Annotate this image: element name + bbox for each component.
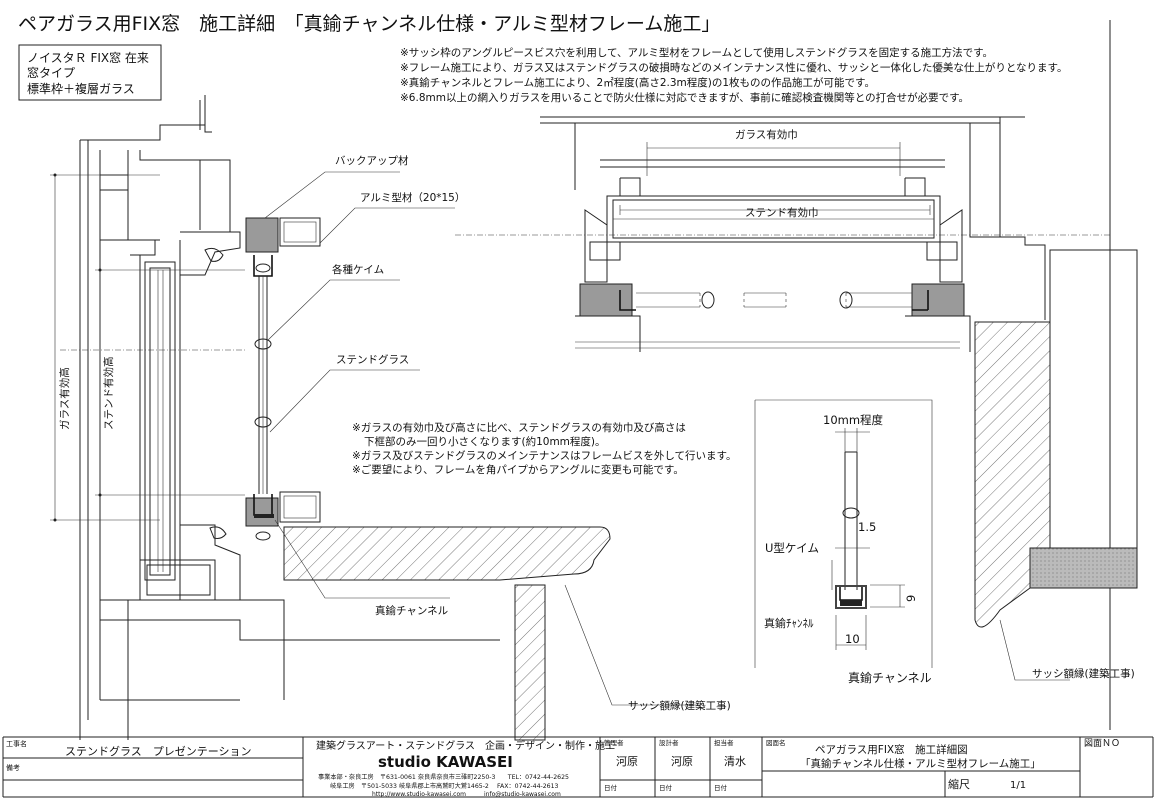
detail-approx-label: 10mm程度 (823, 413, 884, 427)
label-sash-frame-right: サッシ額縁(建築工事) (1032, 667, 1135, 680)
detail-brass-label: 真鍮ﾁｬﾝﾈﾙ (764, 616, 814, 630)
label-came: 各種ケイム (332, 263, 384, 276)
window-type-box (18, 44, 162, 101)
detail-u-came: U型ケイム (765, 541, 819, 555)
mid-note-3: ※ガラス及びステンドグラスのメインテナンスはフレームビスを外して行います。 (352, 449, 737, 462)
drawing-no-label: 図面ＮＯ (1084, 738, 1120, 749)
top-note-3: ※真鍮チャンネルとフレーム施工により、2㎡程度(高さ2.3m程度)の1枚ものの作… (400, 76, 875, 89)
mid-note-2: 下框部のみ一回り小さくなります(約10mm程度)。 (364, 435, 606, 448)
office-1: 事業本部・奈良工房 〒631-0061 奈良県奈良市三碓町2250-3 TEL：… (318, 773, 569, 781)
label-alu-frame: アルミ型材（20*15） (360, 191, 465, 204)
label-stained-height: ステンド有効高 (102, 357, 115, 431)
company-web: http://www.studio-kawasei.com info@studi… (372, 791, 561, 798)
remarks-label: 備考 (6, 763, 20, 772)
label-stained-width: ステンド有効巾 (745, 206, 819, 219)
manager-name: 河原 (616, 755, 638, 768)
charge-label: 担当者 (714, 738, 734, 747)
sheet-title: ペアガラス用FIX窓 施工詳細 「真鍮チャンネル仕様・アルミ型材フレーム施工」 (18, 13, 720, 35)
date-label-2: 日付 (659, 783, 673, 792)
label-glass-width: ガラス有効巾 (735, 128, 798, 141)
mid-note-4: ※ご要望により、フレームを角パイプからアングルに変更も可能です。 (352, 463, 684, 476)
vertical-section-drawing (50, 95, 700, 741)
top-notes: ※サッシ枠のアングルピースビス穴を利用して、アルミ型材をフレームとして使用しステ… (400, 46, 1067, 104)
top-note-4: ※6.8mm以上の網入りガラスを用いることで防火仕様に対応できますが、事前に確認… (400, 91, 969, 104)
manager-label: 管理者 (604, 738, 624, 747)
drawing-label: 図面名 (766, 738, 786, 747)
horizontal-section-drawing (455, 20, 1138, 730)
title-block (2, 736, 1154, 798)
scale-label: 縮尺 (948, 777, 970, 791)
top-note-2: ※フレーム施工により、ガラス又はステンドグラスの破損時などのメインテナンス性に優… (400, 61, 1067, 74)
mid-note-1: ※ガラスの有効巾及び高さに比べ、ステンドグラスの有効巾及び高さは (352, 421, 686, 434)
date-label-1: 日付 (604, 783, 618, 792)
date-label-3: 日付 (714, 783, 728, 792)
charge-name: 清水 (724, 755, 746, 768)
window-type-line-3: 標準枠＋複層ガラス (27, 81, 135, 96)
detail-dim-10: 10 (845, 632, 860, 646)
drawing-title-2: 「真鍮チャンネル仕様・アルミ型材フレーム施工」 (800, 757, 1041, 770)
designer-name: 河原 (671, 755, 693, 768)
window-type-line-2: 窓タイプ (27, 65, 75, 80)
drawing-title-1: ペアガラス用FIX窓 施工詳細図 (815, 743, 968, 756)
designer-label: 設計者 (659, 738, 679, 747)
project-label: 工事名 (6, 739, 27, 748)
detail-dim-9: 9 (904, 595, 918, 602)
label-stained-glass: ステンドグラス (336, 353, 409, 366)
label-sash-frame: サッシ額縁(建築工事) (628, 699, 731, 712)
company-desc: 建築グラスアート・ステンドグラス 企画・デザイン・制作・施工 (316, 739, 615, 752)
window-type-line-1: ノイスタＲ FIX窓 在来 (27, 50, 149, 65)
project-name: ステンドグラス プレゼンテーション (65, 744, 252, 758)
scale-value: 1/1 (1010, 780, 1026, 791)
detail-dim-15: 1.5 (858, 520, 876, 534)
label-brass-channel: 真鍮チャンネル (375, 604, 448, 617)
brass-channel-detail (754, 399, 933, 668)
top-note-1: ※サッシ枠のアングルピースビス穴を利用して、アルミ型材をフレームとして使用しステ… (400, 46, 993, 59)
middle-notes: ※ガラスの有効巾及び高さに比べ、ステンドグラスの有効巾及び高さは 下框部のみ一回… (352, 421, 737, 476)
company-name: studio KAWASEI (378, 753, 513, 771)
office-2: 岐阜工房 〒501-5033 岐阜県郡上市高鷲町大鷲1465-2 FAX：074… (330, 782, 559, 790)
detail-caption: 真鍮チャンネル (848, 670, 932, 685)
label-glass-height: ガラス有効高 (58, 367, 71, 430)
label-backup: バックアップ材 (335, 154, 409, 167)
